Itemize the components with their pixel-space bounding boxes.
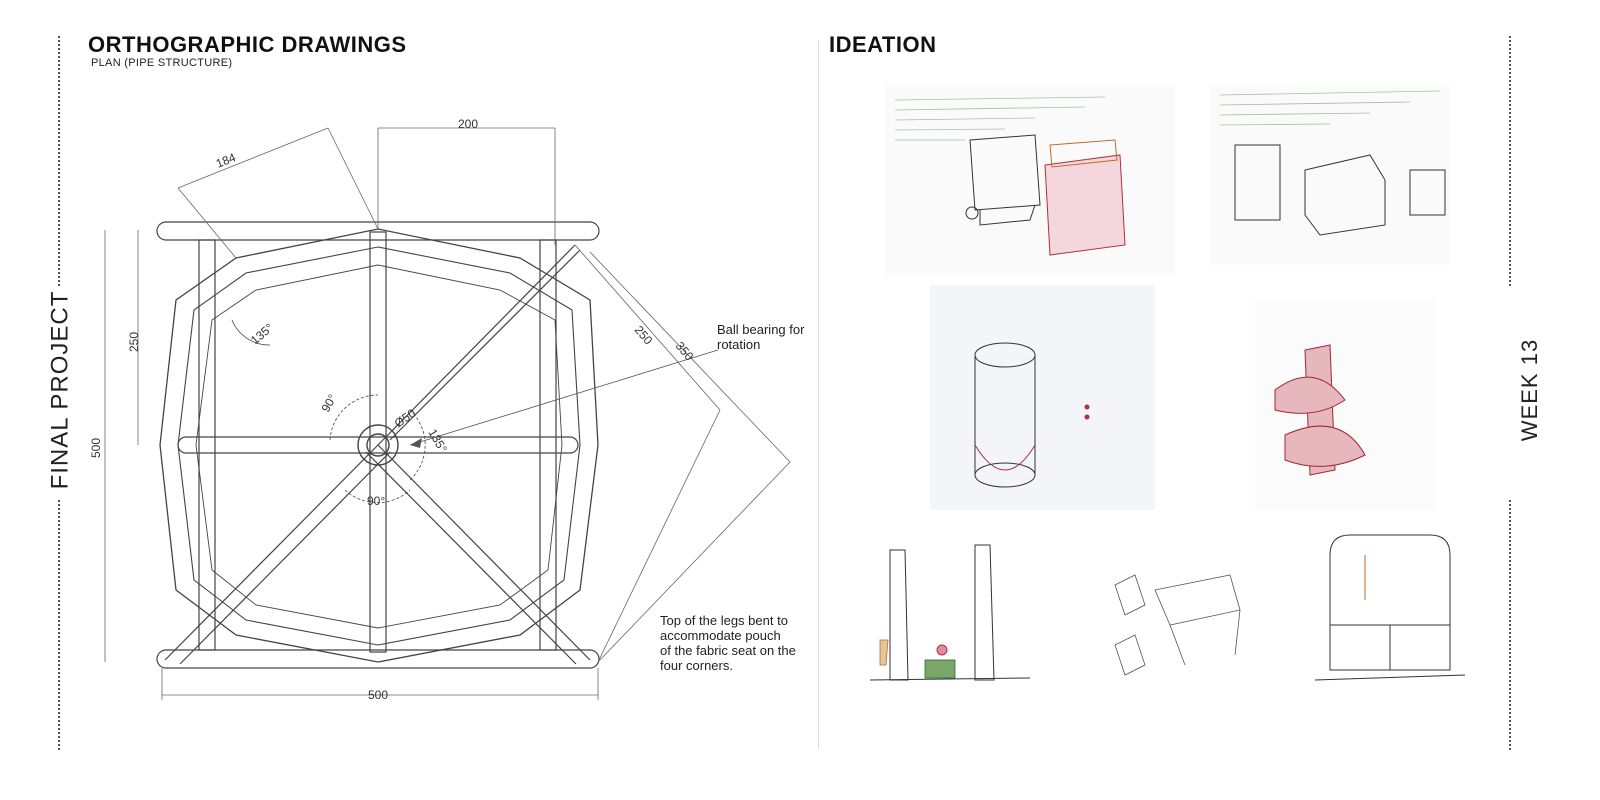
- angle-outer: 135°: [248, 320, 276, 347]
- right-dotted-line-top: [1509, 36, 1511, 286]
- spiral-shelf-sketch: [1255, 300, 1435, 510]
- angle-center-bottom: 90°: [367, 494, 385, 508]
- hub-inner: [366, 433, 390, 457]
- inner-octagon-2: [195, 264, 563, 629]
- dim-overall-height: 500: [89, 438, 103, 458]
- orthographic-title: ORTHOGRAPHIC DRAWINGS: [88, 32, 407, 57]
- right-dotted-line-bottom: [1509, 500, 1511, 750]
- ideation-title: IDEATION: [829, 32, 937, 57]
- angle-center-top: 90°: [318, 392, 339, 415]
- dim-diag-250: 250: [632, 323, 656, 348]
- outer-octagon: [159, 228, 599, 663]
- dim-overall-width: 500: [368, 688, 388, 702]
- plan-drawing: 200 184 250 500 500 135° 90° 90° 135° Ø5…: [89, 117, 791, 702]
- left-dotted-line-top: [58, 36, 60, 286]
- pegboard-cabinet-sketch: [1210, 85, 1450, 265]
- right-vertical-pipe: [539, 239, 557, 651]
- inner-octagon: [177, 246, 581, 646]
- week-label: WEEK 13: [1517, 338, 1542, 442]
- ball-bearing-note: Ball bearing for rotation: [717, 322, 805, 352]
- dim-diagonal: 184: [214, 150, 238, 171]
- left-dotted-line-bottom: [58, 500, 60, 750]
- hub-outer: [357, 424, 399, 466]
- dim-left-height: 250: [127, 332, 141, 352]
- legs-note: Top of the legs bent to accommodate pouc…: [660, 613, 796, 673]
- left-vertical-pipe: [198, 239, 216, 651]
- tool-cabinet-sketch: [1314, 534, 1466, 681]
- center-vertical-pipe: [369, 231, 387, 653]
- tree-tool-holder-sketch: [870, 544, 1031, 681]
- plan-subtitle: PLAN (PIPE STRUCTURE): [91, 57, 233, 69]
- bottom-pipe: [156, 649, 600, 669]
- folding-rack-sketch: [1114, 574, 1241, 676]
- cart-sketch: [885, 85, 1175, 275]
- dim-top-width: 200: [458, 117, 478, 131]
- page-divider: [818, 40, 819, 750]
- angle-center-right: 135°: [425, 427, 450, 456]
- cylinder-storage-sketch: [930, 285, 1155, 510]
